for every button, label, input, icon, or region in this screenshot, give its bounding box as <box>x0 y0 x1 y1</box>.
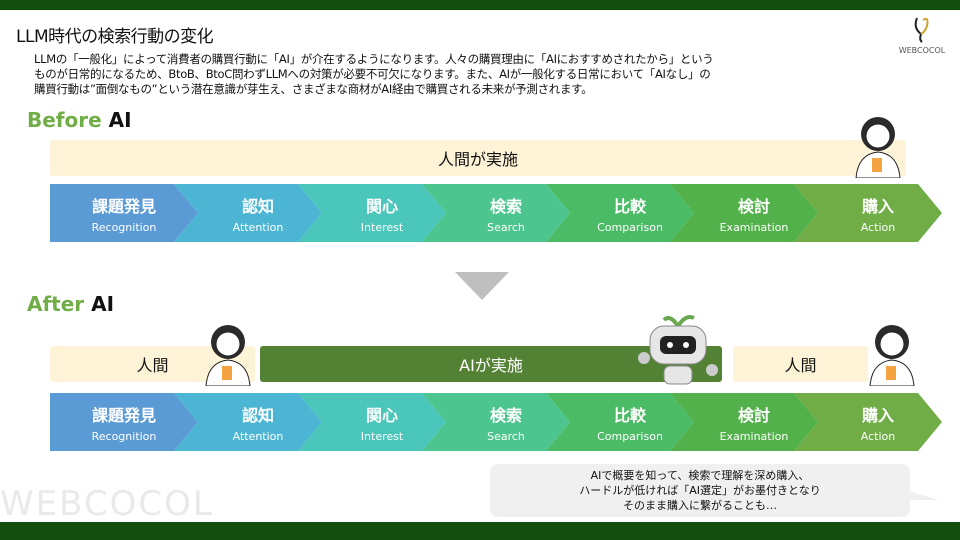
person-icon <box>855 117 901 178</box>
step-jp: 課題発見 <box>91 196 156 216</box>
step-en: Attention <box>232 429 284 443</box>
description: LLMの「一般化」によって消費者の購買行動に「AI」が介在するようになります。人… <box>34 52 884 97</box>
description-line: LLMの「一般化」によって消費者の購買行動に「AI」が介在するようになります。人… <box>34 52 714 66</box>
watermark: WEBCOCOL <box>0 484 214 524</box>
step-en: Search <box>487 429 525 443</box>
step-jp: 関心 <box>365 405 398 425</box>
step-label: 検討 Examination <box>700 402 789 443</box>
step-jp: 比較 <box>613 405 646 425</box>
person-icon <box>205 325 251 386</box>
page-title: LLM時代の検索行動の変化 <box>16 27 214 47</box>
step-jp: 購入 <box>861 405 894 425</box>
human-bar: 人間が実施 <box>50 140 906 176</box>
step-en: Examination <box>719 429 789 443</box>
robot-icon <box>638 315 718 385</box>
step-en: Recognition <box>91 220 157 234</box>
bubble-line: AIで概要を知って、検索で理解を深め購入、 <box>590 469 810 482</box>
step-label: 関心 Interest <box>341 402 403 443</box>
speech-bubble: AIで概要を知って、検索で理解を深め購入、 ハードルが低ければ「AI選定」がお墨… <box>490 464 910 517</box>
logo: WEBCOCOL <box>892 14 952 55</box>
step-en: Action <box>860 220 896 234</box>
step-en: Comparison <box>597 220 663 234</box>
step-examination: 検討 Examination <box>670 184 818 242</box>
step-label: 検索 Search <box>467 193 525 234</box>
top-band <box>0 0 960 10</box>
step-jp: 購入 <box>861 196 894 216</box>
step-en: Comparison <box>597 429 663 443</box>
step-label: 比較 Comparison <box>577 402 663 443</box>
step-label: 購入 Action <box>841 193 895 234</box>
step-jp: 関心 <box>365 196 398 216</box>
step-jp: 認知 <box>241 405 274 425</box>
step-en: Recognition <box>91 429 157 443</box>
step-label: 検討 Examination <box>700 193 789 234</box>
wheat-logo-icon <box>914 17 929 43</box>
step-comparison: 比較 Comparison <box>546 184 694 242</box>
step-search: 検索 Search <box>422 184 570 242</box>
description-line: ものが日常的になるため、BtoB、BtoC問わずLLMへの対策が必要不可欠になり… <box>34 67 711 81</box>
step-label: 課題発見 Recognition <box>92 402 157 443</box>
step-en: Interest <box>360 429 404 443</box>
step-label: 認知 Attention <box>213 193 284 234</box>
heading-before: Before <box>27 108 102 132</box>
logo-text: WEBCOCOL <box>898 46 946 55</box>
bubble-line: そのまま購入に繋がることも… <box>623 499 777 512</box>
step-attention: 認知 Attention <box>174 184 322 242</box>
human-bar-right: 人間 <box>733 346 868 382</box>
step-jp: 検討 <box>737 405 770 425</box>
step-label: 比較 Comparison <box>577 193 663 234</box>
step-recognition: 課題発見 Recognition <box>50 393 198 451</box>
step-action: 購入 Action <box>794 393 942 451</box>
step-label: 課題発見 Recognition <box>92 193 157 234</box>
ai-bar: AIが実施 <box>260 346 722 382</box>
step-jp: 比較 <box>613 196 646 216</box>
step-attention: 認知 Attention <box>174 393 322 451</box>
heading-ai: AI <box>91 292 115 316</box>
description-line: 購買行動は”面倒なもの”という潜在意識が芽生え、さまざまな商材がAI経由で購買さ… <box>34 82 593 96</box>
step-en: Attention <box>232 220 284 234</box>
step-label: 購入 Action <box>841 402 895 443</box>
step-search: 検索 Search <box>422 393 570 451</box>
step-comparison: 比較 Comparison <box>546 393 694 451</box>
bubble-line: ハードルが低ければ「AI選定」がお墨付きとなり <box>579 484 821 497</box>
heading-ai: AI <box>108 108 132 132</box>
person-icon <box>869 325 915 386</box>
step-label: 関心 Interest <box>341 193 403 234</box>
after-ai-heading: After AI <box>27 292 114 316</box>
step-en: Search <box>487 220 525 234</box>
step-en: Examination <box>719 220 789 234</box>
before-ai-heading: Before AI <box>27 108 132 132</box>
bubble-tail <box>905 490 939 500</box>
step-interest: 関心 Interest <box>298 184 446 242</box>
step-interest: 関心 Interest <box>298 393 446 451</box>
step-en: Interest <box>360 220 404 234</box>
step-jp: 検索 <box>489 196 522 216</box>
step-label: 認知 Attention <box>213 402 284 443</box>
step-action: 購入 Action <box>794 184 942 242</box>
step-en: Action <box>860 429 896 443</box>
step-jp: 認知 <box>241 196 274 216</box>
step-label: 検索 Search <box>467 402 525 443</box>
step-examination: 検討 Examination <box>670 393 818 451</box>
step-jp: 検索 <box>489 405 522 425</box>
down-arrow-icon <box>455 272 509 300</box>
bottom-band <box>0 522 960 540</box>
step-jp: 検討 <box>737 196 770 216</box>
heading-after: After <box>27 292 85 316</box>
step-recognition: 課題発見 Recognition <box>50 184 198 242</box>
step-jp: 課題発見 <box>91 405 156 425</box>
